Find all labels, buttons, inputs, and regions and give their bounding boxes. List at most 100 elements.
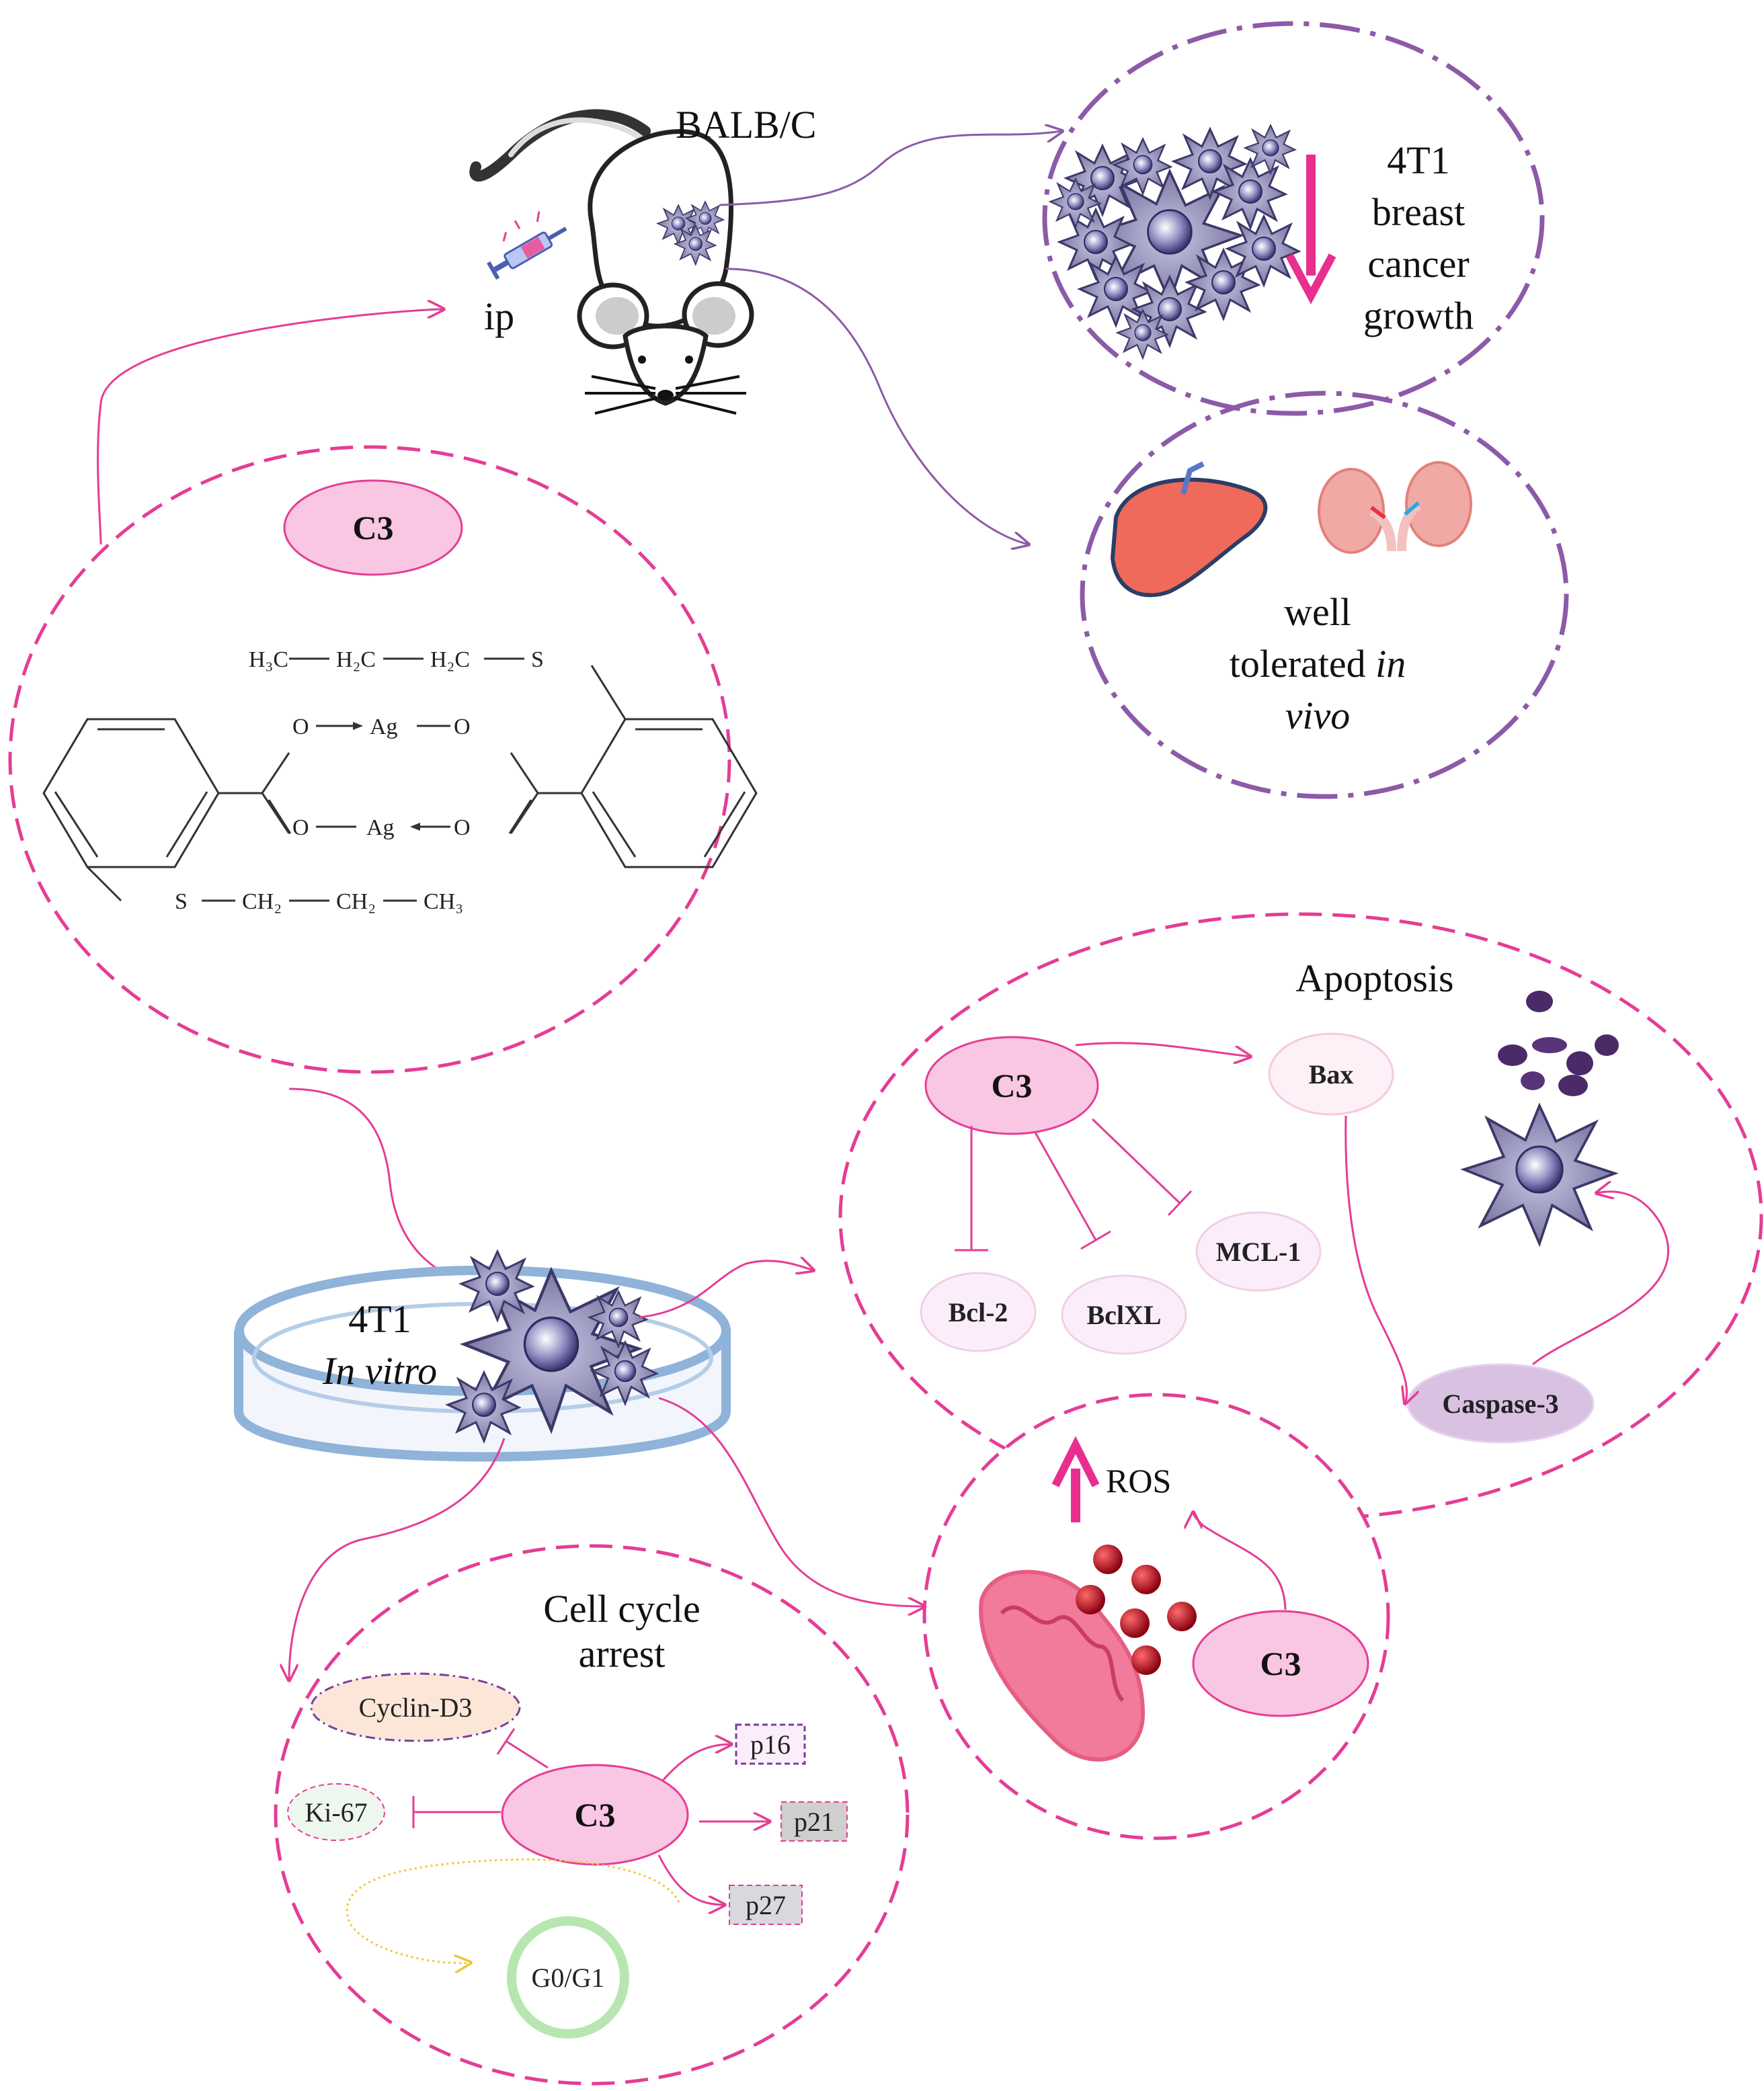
coordination-arrow-bottom	[410, 823, 420, 831]
p21-label: p21	[794, 1807, 834, 1837]
mouse-strain-label: BALB/C	[676, 103, 817, 147]
tolerance-line-2-italic: in	[1375, 642, 1406, 686]
inhibit-bclxl-bar	[1080, 1230, 1111, 1250]
apoptosis-c3-node	[924, 1036, 1099, 1135]
arrow-c3-to-bax	[1075, 1042, 1250, 1057]
g0g1-node	[507, 1916, 629, 2039]
tumor-line-3: cancer	[1367, 242, 1469, 286]
bclxl-node	[1061, 1274, 1187, 1355]
cell-cycle-c3-node	[501, 1764, 689, 1866]
arrow-to-tolerance-panel	[725, 268, 1029, 544]
tolerance-line-1: well	[1284, 590, 1351, 634]
bottom-chain-2: CH₂	[242, 889, 282, 914]
tumor-panel-border	[1042, 21, 1545, 416]
caspase3-label: Caspase-3	[1442, 1389, 1558, 1419]
top-chain-3: H₂C	[430, 647, 470, 672]
apoptosis-title: Apoptosis	[1295, 956, 1453, 1000]
mcl1-node	[1195, 1211, 1322, 1292]
liver-icon	[1110, 461, 1268, 598]
arrow-dish-to-apoptosis	[638, 1261, 813, 1319]
cyclin-d3-node	[310, 1672, 521, 1742]
p27-node	[729, 1885, 803, 1925]
mcl1-label: MCL-1	[1216, 1237, 1301, 1267]
arrow-dish-to-ros	[658, 1397, 924, 1606]
bax-label: Bax	[1309, 1059, 1354, 1090]
compound-badge-label: C3	[352, 509, 393, 546]
tumor-line-2: breast	[1372, 190, 1466, 234]
chemical-structure	[42, 657, 758, 902]
tumor-line-4: growth	[1363, 294, 1474, 337]
arrow-c3-to-p16	[661, 1744, 731, 1782]
ki67-label: Ki-67	[305, 1797, 367, 1828]
apoptosis-c3-label: C3	[991, 1067, 1032, 1104]
bax-node	[1268, 1032, 1394, 1116]
dish-line-2: In vitro	[322, 1349, 437, 1393]
cell-cycle-panel-border	[274, 1544, 910, 2086]
bclxl-label: BclXL	[1086, 1300, 1161, 1330]
bottom-chain-4: CH₃	[424, 889, 463, 914]
apoptosis-panel-border	[838, 912, 1763, 1521]
ros-up-arrow-head	[1051, 1436, 1100, 1487]
ros-c3-node	[1192, 1610, 1369, 1717]
cyclin-d3-label: Cyclin-D3	[359, 1692, 473, 1723]
compound-badge	[283, 479, 463, 576]
core-bottom-o2: O	[454, 815, 471, 840]
inhibit-bclxl	[1034, 1132, 1097, 1241]
tolerance-line-2: tolerated in	[1230, 642, 1406, 686]
core-top-ag: Ag	[370, 714, 398, 739]
tolerance-line-2-normal: tolerated	[1230, 642, 1375, 686]
arrow-compound-to-dish	[288, 1088, 491, 1290]
core-top-o2: O	[454, 714, 471, 739]
arrow-dish-to-cell-cycle	[289, 1438, 506, 1680]
bottom-chain-3: CH₂	[336, 889, 376, 914]
kidneys-icon	[1318, 461, 1472, 554]
bcl2-node	[920, 1272, 1037, 1352]
p21-node	[780, 1801, 848, 1842]
arrow-c3-to-p27	[657, 1854, 725, 1905]
g0g1-label: G0/G1	[532, 1963, 605, 1993]
arrow-caspase3-to-cell	[1532, 1192, 1669, 1366]
syringe-icon	[487, 211, 567, 280]
arrow-bax-to-caspase3	[1345, 1115, 1407, 1403]
tumor-line-1: 4T1	[1387, 138, 1449, 182]
ki67-node	[287, 1783, 385, 1841]
arrow-to-tumor-panel	[719, 131, 1062, 206]
inhibit-mcl1-bar	[1167, 1190, 1193, 1217]
inhibit-cyclin-d3	[505, 1739, 549, 1769]
core-bottom-ag: Ag	[366, 815, 395, 840]
arrow-compound-to-mouse	[97, 309, 444, 545]
bcl2-label: Bcl-2	[949, 1297, 1008, 1327]
tumor-mass-icon	[1049, 124, 1300, 359]
bottom-chain-1: S	[175, 889, 188, 914]
dish-line-1: 4T1	[348, 1297, 411, 1341]
top-chain-2: H₂C	[336, 647, 376, 672]
arrow-c3-to-ros	[1193, 1512, 1287, 1610]
tolerance-panel-border	[1080, 391, 1569, 799]
compound-panel-border	[8, 445, 731, 1074]
core-bottom-o1: O	[292, 815, 309, 840]
inhibit-cyclin-d3-bar	[496, 1728, 516, 1755]
p16-node	[735, 1723, 806, 1765]
apoptotic-cell-icon	[1462, 991, 1619, 1245]
ros-c3-label: C3	[1260, 1645, 1301, 1682]
tolerance-line-3: vivo	[1285, 694, 1351, 737]
top-chain-1: H₃C	[249, 647, 288, 672]
p16-label: p16	[750, 1729, 791, 1760]
p27-label: p27	[746, 1890, 786, 1920]
mouse-illustration	[469, 109, 754, 415]
arrow-to-g0g1-arrest	[346, 1858, 680, 1963]
coordination-arrow-top	[353, 722, 363, 730]
injection-route-label: ip	[484, 294, 514, 338]
ros-particles	[1076, 1545, 1197, 1675]
top-chain-4: S	[531, 647, 544, 672]
cell-cycle-c3-label: C3	[574, 1796, 615, 1834]
mitochondrion-icon	[979, 1569, 1146, 1762]
inhibit-mcl1	[1091, 1118, 1181, 1204]
core-top-o1: O	[292, 714, 309, 739]
decrease-arrow-head	[1285, 253, 1336, 304]
cell-cycle-title-2: arrest	[579, 1632, 666, 1676]
cell-cycle-title-1: Cell cycle	[543, 1587, 700, 1631]
ros-label: ROS	[1106, 1462, 1171, 1500]
